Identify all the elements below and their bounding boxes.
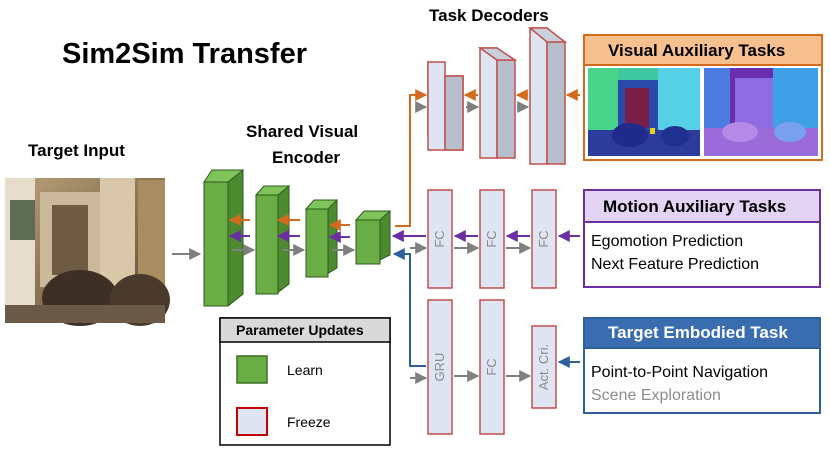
motion-block-1-label: FC: [432, 230, 447, 247]
motion-block-3: [531, 189, 557, 289]
encoder-block-3: [304, 199, 339, 278]
motion-block-3-label: FC: [536, 230, 551, 247]
target-task-title: Target Embodied Task: [608, 323, 788, 342]
target-task-panel: [583, 317, 821, 414]
target-block-2: [479, 299, 505, 435]
target-task-item-navigation: Point-to-Point Navigation: [591, 364, 768, 381]
visual-decoder-block-2: [477, 47, 518, 159]
encoder-block-1: [203, 169, 245, 307]
encoder-block-4: [354, 210, 392, 265]
visual-decoder-block-1: [427, 60, 464, 151]
motion-aux-panel: [583, 189, 821, 288]
normals-map-image: [704, 68, 818, 156]
target-arrows: [392, 248, 580, 384]
motion-block-2: [479, 189, 505, 289]
motion-block-1: [427, 189, 453, 289]
motion-decoder: FC FC FC: [427, 189, 557, 289]
legend-box: [219, 317, 391, 446]
decoders-label: Task Decoders: [429, 6, 549, 25]
motion-arrows: [391, 230, 580, 254]
visual-decoder-block-3: [527, 27, 568, 165]
encoder-block-2: [254, 185, 291, 295]
target-task-item-exploration: Scene Exploration: [591, 387, 721, 404]
motion-block-2-label: FC: [484, 230, 499, 247]
target-block-3: [531, 325, 557, 409]
visual-aux-title: Visual Auxiliary Tasks: [608, 41, 786, 60]
encoder-label-line1: Shared Visual: [246, 122, 359, 141]
target-input-image: [5, 178, 170, 326]
legend-freeze-swatch: [236, 407, 268, 436]
target-block-2-label: FC: [484, 358, 499, 375]
visual-aux-panel: [583, 34, 823, 161]
depth-map-image: [588, 68, 700, 156]
motion-aux-title: Motion Auxiliary Tasks: [603, 197, 787, 216]
target-block-1-label: GRU: [432, 353, 447, 382]
visual-decoder-arrows: [395, 89, 580, 227]
legend-freeze-label: Freeze: [287, 414, 331, 430]
legend-learn-swatch: [236, 355, 268, 384]
motion-aux-item-egomotion: Egomotion Prediction: [591, 233, 744, 250]
diagram-title: Sim2Sim Transfer: [62, 38, 307, 70]
target-block-1: [427, 299, 453, 435]
encoder-label-line2: Encoder: [272, 148, 341, 167]
target-decoder: GRU FC Act. Cri.: [427, 299, 557, 435]
target-block-3-label: Act. Cri.: [536, 344, 551, 390]
legend-title: Parameter Updates: [236, 322, 364, 338]
encoder-arrows: [228, 214, 356, 256]
motion-aux-item-next-feature: Next Feature Prediction: [591, 256, 760, 273]
target-input-label: Target Input: [28, 141, 125, 160]
legend-learn-label: Learn: [287, 362, 323, 378]
